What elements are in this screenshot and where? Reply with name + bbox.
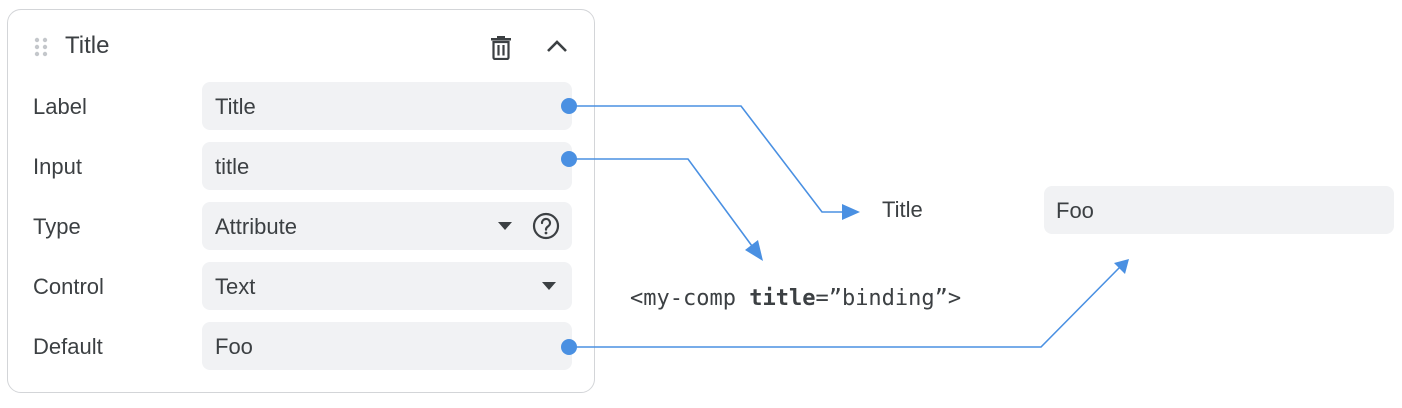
row-label-input: Input [33,154,82,179]
connector-input-to-code [569,158,753,247]
connector-dot-default [561,339,577,355]
code-prefix: <my-comp [630,286,750,311]
code-suffix: =”binding”> [815,286,962,311]
chevron-up-icon[interactable] [545,36,569,56]
code-attribute: title [749,286,816,311]
input-field-value: title [215,154,250,179]
row-label-type: Type [33,214,81,239]
input-field[interactable]: title [202,142,572,190]
drag-handle-icon[interactable] [34,37,48,57]
row-label-label: Label [33,94,87,119]
type-select-value: Attribute [215,214,297,239]
code-snippet: <my-comp title=”binding”> [630,286,961,311]
trash-icon[interactable] [490,34,512,60]
label-field[interactable]: Title [202,82,572,130]
help-icon[interactable] [532,212,560,240]
row-label-default: Default [33,334,103,359]
default-field[interactable]: Foo [202,322,572,370]
arrowhead-preview-field [1114,259,1129,274]
property-card: Title Label Title Input title Type Attri… [7,9,595,393]
preview-label: Title [882,197,923,222]
card-title: Title [65,32,110,59]
card-header: Title [8,10,594,82]
connector-dot-input [561,151,577,167]
connector-dot-label [561,98,577,114]
row-label-control: Control [33,274,104,299]
preview-input-value: Foo [1056,198,1094,223]
dropdown-arrow-icon [542,282,556,290]
connector-default-to-preview-field [569,266,1121,348]
default-field-value: Foo [215,334,253,359]
control-select-value: Text [215,274,256,299]
preview-input-field[interactable]: Foo [1044,186,1394,234]
label-field-value: Title [215,94,256,119]
connector-label-to-preview-label [569,105,842,213]
type-select[interactable]: Attribute [202,202,572,250]
dropdown-arrow-icon [498,222,512,230]
control-select[interactable]: Text [202,262,572,310]
arrowhead-code [745,240,763,261]
arrowhead-preview-label [842,204,860,220]
